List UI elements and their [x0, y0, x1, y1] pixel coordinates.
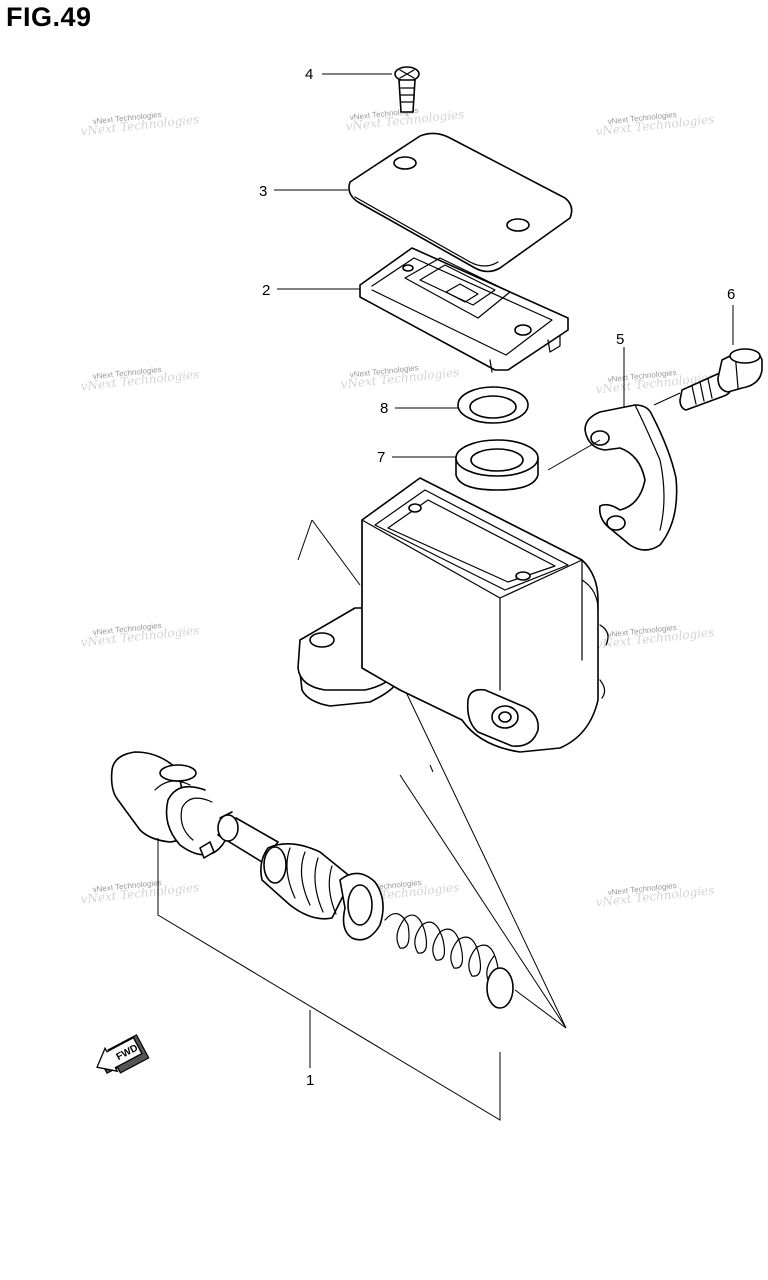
reservoir-diaphragm [359, 247, 569, 373]
reservoir-cap [348, 132, 573, 273]
watermark: vNext Technologies vNext Technologies [80, 365, 200, 393]
callout-4: 4 [305, 66, 313, 83]
watermark: vNext Technologies vNext Technologies [80, 621, 200, 649]
callout-8: 8 [380, 400, 388, 417]
callout-3: 3 [259, 183, 267, 200]
callout-5: 5 [616, 331, 624, 348]
watermark: vNext Technologies vNext Technologies [80, 110, 200, 138]
cap-screw [394, 66, 420, 113]
watermark: vNext Technologies vNext Technologies [595, 368, 715, 396]
callout-leaders [274, 73, 734, 471]
watermark: vNext Technologies vNext Technologies [595, 110, 715, 138]
callout-2: 2 [262, 282, 270, 299]
watermark: vNext Technologies vNext Technologies [595, 623, 715, 651]
fwd-direction-arrow: FWD [96, 1034, 150, 1075]
callout-6: 6 [727, 286, 735, 303]
master-cylinder-body [297, 477, 609, 753]
callout-labels: 4 3 2 6 5 8 7 1 [259, 66, 735, 1089]
figure-title: FIG.49 [6, 2, 92, 32]
callout-7: 7 [377, 449, 385, 466]
watermark: vNext Technologies vNext Technologies [80, 878, 200, 906]
assembly-guide-lines [297, 519, 567, 1029]
ring [457, 386, 529, 424]
diaphragm-plate [455, 439, 539, 491]
watermark: vNext Technologies vNext Technologies [595, 881, 715, 909]
callout-1: 1 [306, 1072, 314, 1089]
watermark: vNext Technologies vNext Technologies [340, 363, 460, 391]
master-cylinder-piston-kit [110, 751, 514, 1009]
clamp-holder [584, 404, 678, 551]
clamp-bolt [679, 348, 763, 411]
piston-kit-bracket [157, 838, 501, 1121]
